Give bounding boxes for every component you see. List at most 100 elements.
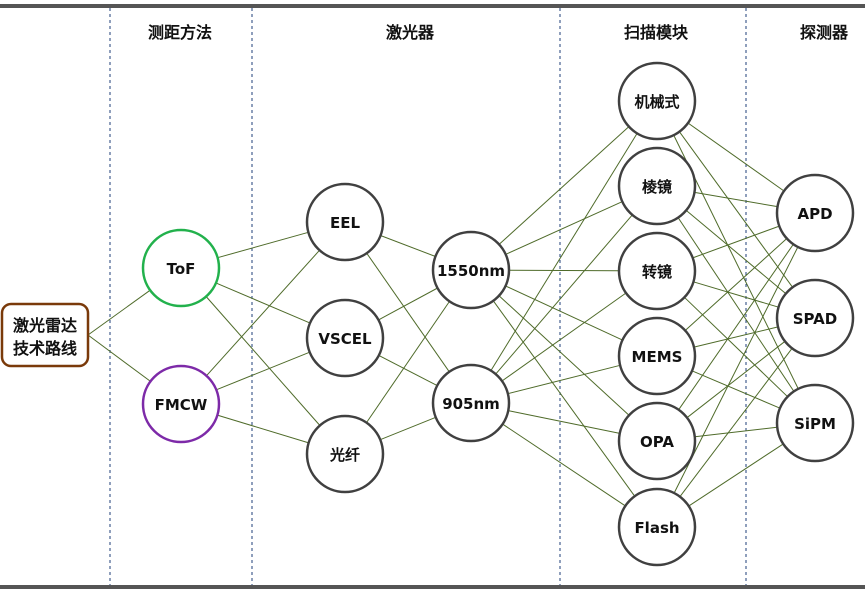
scanning-node-prism: 棱镜	[617, 146, 697, 226]
edge-root-tof	[87, 289, 151, 336]
edge-mems-spad	[693, 326, 779, 348]
edge-opa-sipm	[694, 426, 778, 438]
connection-lines	[87, 122, 799, 507]
w1550-label: 1550nm	[437, 262, 505, 280]
edge-mems-apd	[684, 238, 788, 331]
detector-node-sipm: SiPM	[775, 383, 855, 463]
edge-w1550-mems	[505, 285, 623, 341]
edge-w905-rotmirror	[501, 292, 627, 382]
mech-label: 机械式	[634, 93, 679, 111]
edge-fiber-w1550	[366, 301, 450, 423]
edge-root-fmcw	[87, 334, 151, 382]
edge-vcsel-w1550	[378, 287, 438, 321]
detector-node-spad: SPAD	[775, 278, 855, 358]
mems-circle	[617, 316, 697, 396]
edge-tof-vcsel	[215, 282, 311, 324]
spad-label: SPAD	[793, 310, 837, 328]
mems-label: MEMS	[632, 348, 683, 366]
flash-label: Flash	[634, 519, 679, 537]
root-node: 激光雷达 技术路线	[0, 302, 90, 368]
edge-w905-mems	[507, 364, 621, 395]
rotmirror-label: 转镜	[642, 263, 672, 281]
bottom-rule	[0, 585, 865, 589]
edge-w1550-prism	[505, 201, 623, 255]
apd-label: APD	[797, 205, 832, 223]
scanning-node-mems: MEMS	[617, 316, 697, 396]
edge-w1550-rotmirror	[508, 269, 620, 272]
edge-prism-sipm	[677, 217, 795, 392]
edge-flash-spad	[679, 347, 793, 498]
edge-eel-w905	[366, 252, 450, 373]
fmcw-label: FMCW	[155, 396, 208, 414]
flash-circle	[617, 487, 697, 567]
sipm-label: SiPM	[794, 415, 836, 433]
edge-flash-apd	[673, 246, 799, 494]
vcsel-label: VSCEL	[318, 330, 372, 348]
header-ranging: 测距方法	[148, 23, 212, 42]
root-label-line1: 激光雷达	[13, 316, 77, 335]
vcsel-circle	[305, 298, 385, 378]
edge-tof-fiber	[205, 296, 321, 426]
laser-node-vcsel: VSCEL	[305, 298, 385, 378]
edge-flash-sipm	[688, 443, 784, 507]
header-detector: 探测器	[800, 23, 849, 42]
fiber-label: 光纤	[329, 446, 360, 464]
wavelength-node-905: 905nm	[431, 363, 511, 443]
header-laser: 激光器	[386, 23, 435, 42]
root-box	[0, 302, 90, 368]
scanning-node-mechanical: 机械式	[617, 61, 697, 141]
opa-label: OPA	[640, 433, 674, 451]
edge-rotmirror-sipm	[684, 296, 788, 398]
edge-w1550-mech	[498, 126, 630, 245]
prism-label: 棱镜	[642, 178, 672, 196]
opa-circle	[617, 401, 697, 481]
eel-circle	[305, 182, 385, 262]
w905-circle	[431, 363, 511, 443]
detector-node-apd: APD	[775, 173, 855, 253]
edge-w905-mech	[490, 133, 638, 371]
ranging-node-tof: ToF	[141, 228, 221, 308]
apd-circle	[775, 173, 855, 253]
edge-mech-spad	[678, 131, 794, 288]
scanning-node-flash: Flash	[617, 487, 697, 567]
w905-label: 905nm	[442, 395, 500, 413]
fmcw-circle	[141, 364, 221, 444]
spad-circle	[775, 278, 855, 358]
root-label-line2: 技术路线	[13, 339, 77, 358]
scanning-node-opa: OPA	[617, 401, 697, 481]
column-dividers	[109, 8, 747, 585]
edge-w1550-opa	[498, 295, 630, 416]
sipm-circle	[775, 383, 855, 463]
edge-fmcw-fiber	[217, 414, 309, 444]
eel-label: EEL	[330, 214, 360, 232]
fiber-circle	[305, 414, 385, 494]
edge-fmcw-eel	[206, 249, 320, 377]
edge-w905-flash	[502, 423, 626, 507]
edge-rotmirror-spad	[693, 281, 779, 308]
edge-tof-eel	[217, 231, 309, 259]
ranging-node-fmcw: FMCW	[141, 364, 221, 444]
edge-fmcw-vcsel	[216, 351, 310, 391]
rotmirror-circle	[617, 231, 697, 311]
edge-eel-w1550	[380, 235, 436, 257]
edge-w1550-flash	[492, 300, 636, 497]
header-scanning: 扫描模块	[624, 23, 689, 42]
edge-vcsel-w905	[378, 354, 438, 387]
edge-w905-prism	[495, 214, 633, 375]
edge-mech-apd	[687, 122, 785, 192]
tof-label: ToF	[167, 260, 196, 278]
edge-mems-sipm	[691, 370, 781, 409]
edge-fiber-w905	[380, 416, 436, 441]
mech-circle	[617, 61, 697, 141]
edge-opa-spad	[686, 340, 786, 419]
edge-prism-apd	[694, 191, 778, 208]
scanning-node-rotating-mirror: 转镜	[617, 231, 697, 311]
wavelength-node-1550: 1550nm	[431, 230, 511, 310]
top-rule	[0, 4, 865, 8]
laser-node-fiber: 光纤	[305, 414, 385, 494]
tof-circle	[141, 228, 221, 308]
edge-w905-opa	[508, 410, 620, 434]
w1550-circle	[431, 230, 511, 310]
edge-opa-apd	[678, 243, 794, 411]
